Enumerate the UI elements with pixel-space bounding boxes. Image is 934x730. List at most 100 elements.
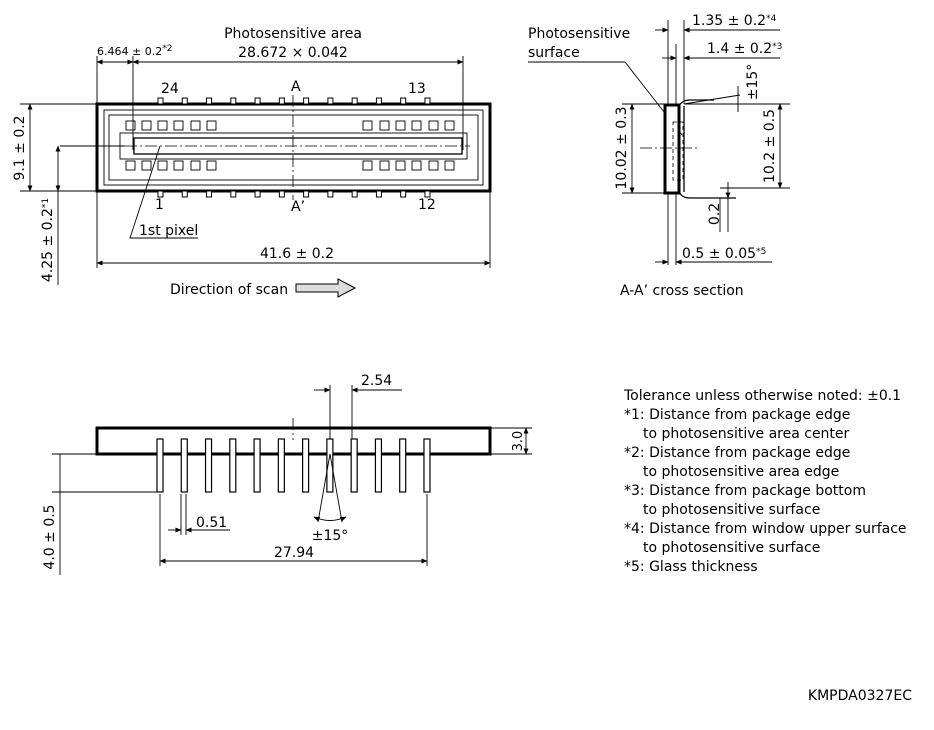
bond-pad [190,160,201,171]
top-lead-stub [181,97,188,105]
note-line: to photosensitive surface [643,540,820,556]
top-lead [678,99,714,107]
height-dim: 9.1 ± 0.2 [12,115,28,180]
scan-arrow-icon [295,278,357,298]
bond-pad [411,120,422,131]
bond-pad [395,120,406,131]
side-lead [350,438,358,493]
side-lead [156,438,164,493]
bond-pad [125,160,136,171]
angle-arc [313,516,347,522]
first-pixel-label: 1st pixel [139,223,198,239]
photosensitive-area-title: Photosensitive area [224,26,362,42]
note-line: to photosensitive area edge [643,464,839,480]
bottom-lead-stub [254,190,261,198]
side-lead [423,438,431,493]
cross-section-angle: ±15° [745,64,761,101]
photosensitive-area-dim: 28.672 × 0.042 [238,45,348,61]
side-view: 2.54 3.0 4.0 ± 0.5 0.51 ±15° 27.94 [42,373,532,575]
bottom-lead-stub [278,190,285,198]
side-lead [399,438,407,493]
pin-label-13: 13 [408,81,426,97]
bond-pad [428,160,439,171]
top-view-bond-pads [125,120,455,171]
bond-pad [141,120,152,131]
bottom-lead-stub [351,190,358,198]
bond-pad [444,120,455,131]
scan-direction-label: Direction of scan [170,282,288,298]
bond-pad [395,160,406,171]
top-lead-stub [157,97,164,105]
bond-pad [444,160,455,171]
pin-label-12: 12 [418,197,436,213]
side-lead [374,438,383,493]
note-line: *3: Distance from package bottom [624,483,866,499]
top-lead-stub [424,97,431,105]
photosensitive-surface-leader [528,61,683,136]
photosensitive-surface-label-1: Photosensitive [528,26,630,42]
left-height-dim: 10.02 ± 0.3 [614,107,630,190]
chip-outline [672,121,684,181]
thickness-dim: 3.0 [511,431,526,452]
side-lead [180,438,188,493]
note-line: *4: Distance from window upper surface [624,521,907,537]
package-frame-inner [108,114,479,181]
note-line: *1: Distance from package edge [624,407,850,423]
bottom-lead-stub [424,190,431,198]
top-lead-stub [303,97,310,105]
bottom-lead [678,191,736,199]
top-lead-stub [206,97,213,105]
bottom-lead-stub [157,190,164,198]
lead-length-dim: 4.0 ± 0.5 [42,504,58,569]
center-dim: 4.25 ± 0.2*1 [40,198,56,282]
bond-pad [141,160,152,171]
bond-pad [379,120,390,131]
top-lead-stub [400,97,407,105]
bond-pad [173,160,184,171]
lead-dim: 0.2 [707,203,723,225]
side-lead [277,438,285,493]
side-lead [326,438,334,493]
side-lead [204,438,213,493]
bond-pad [190,120,201,131]
angle-line [317,453,331,523]
width-dim: 41.6 ± 0.2 [260,246,334,262]
bond-pad [173,120,184,131]
bond-pad [125,120,136,131]
bottom-lead-stub [375,190,382,198]
side-angle: ±15° [312,528,349,544]
section-label-a-prime: A’ [291,199,305,215]
bottom-lead-stub [206,190,213,198]
drawing-id: KMPDA0327EC [808,688,912,704]
bond-pad [157,160,168,171]
first-pixel-leader [129,145,198,239]
bond-pad [428,120,439,131]
top-view: Photosensitive area 28.672 × 0.042 6.464… [12,26,492,298]
cross-section-view: Photosensitive surface 1.35 ± 0.2*4 1.4 … [528,13,790,299]
bottom-lead-stub [327,190,334,198]
pin-label-24: 24 [161,81,179,97]
offset-dim: 6.464 ± 0.2*2 [97,44,172,58]
top-lead-stub [327,97,334,105]
bond-pad [411,160,422,171]
note-line: Tolerance unless otherwise noted: ±0.1 [623,388,901,404]
bottom-dim: 1.4 ± 0.2*3 [707,41,782,57]
top-view-leads [157,97,431,198]
side-lead [229,438,237,493]
cross-section-caption: A-A’ cross section [620,283,744,299]
window-dim: 1.35 ± 0.2*4 [692,13,777,29]
glass-dim: 0.5 ± 0.05*5 [682,246,766,262]
side-view-leads [156,438,431,493]
section-label-a: A [291,79,301,95]
span-dim: 27.94 [274,545,314,561]
pitch-dim: 2.54 [361,373,392,389]
side-lead [302,438,310,493]
bond-pad [157,120,168,131]
bottom-lead-stub [230,190,237,198]
note-line: to photosensitive surface [643,502,820,518]
photosensitive-surface-label-2: surface [528,45,580,61]
top-lead-stub [351,97,358,105]
cross-section-body [663,103,681,195]
lead-width-dim: 0.51 [196,515,227,531]
